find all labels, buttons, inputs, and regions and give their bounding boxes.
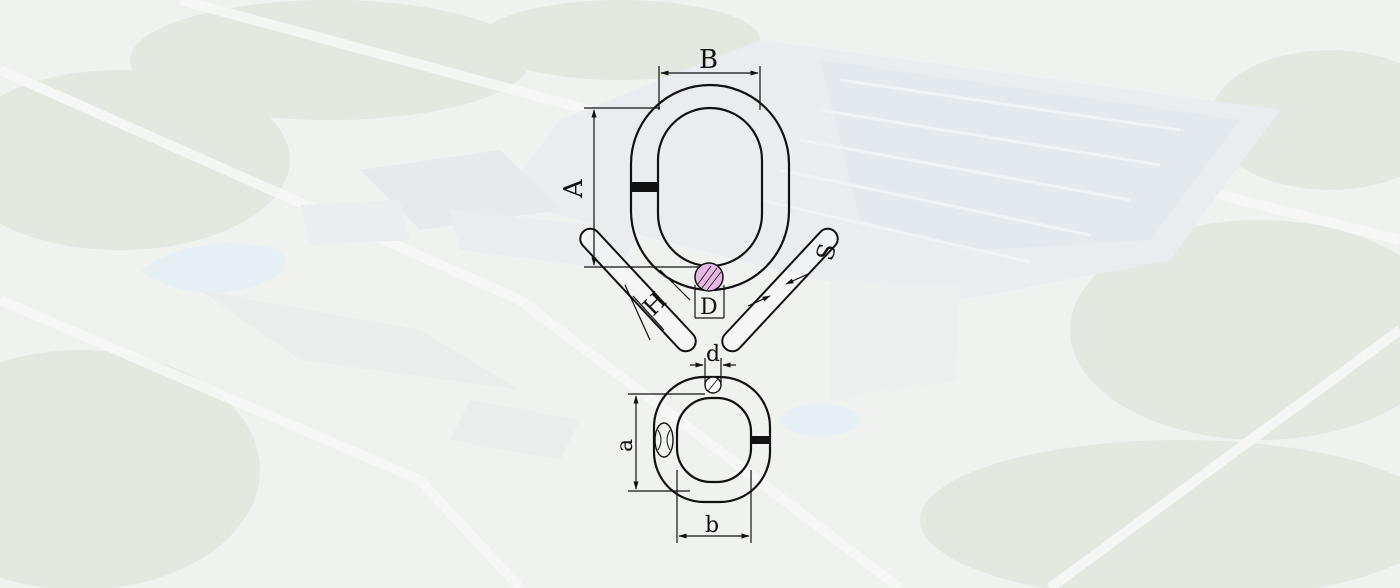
dimension-H (624, 269, 691, 341)
label-B: B (699, 45, 718, 75)
dimension-S (747, 273, 809, 307)
weld-mark-small (751, 436, 769, 444)
dimension-d (690, 358, 736, 385)
label-b: b (705, 513, 719, 538)
dimension-A (584, 107, 700, 268)
label-S: S (811, 240, 842, 263)
sub-link-right (721, 227, 839, 353)
master-link-inner (656, 106, 764, 268)
parking-lots (200, 290, 580, 460)
master-link (629, 83, 791, 292)
side-section-ellipse (654, 422, 674, 458)
dimension-a (628, 393, 705, 492)
small-link (652, 375, 772, 504)
dimension-D (694, 285, 725, 319)
label-A: A (559, 178, 589, 199)
small-link-inner (675, 396, 753, 484)
label-D: D (700, 295, 718, 320)
dimension-B (658, 66, 761, 110)
dimension-b (676, 470, 752, 543)
label-a: a (613, 439, 638, 452)
ponds (140, 243, 860, 436)
label-d: d (706, 342, 720, 367)
weld-mark-large (632, 182, 658, 192)
